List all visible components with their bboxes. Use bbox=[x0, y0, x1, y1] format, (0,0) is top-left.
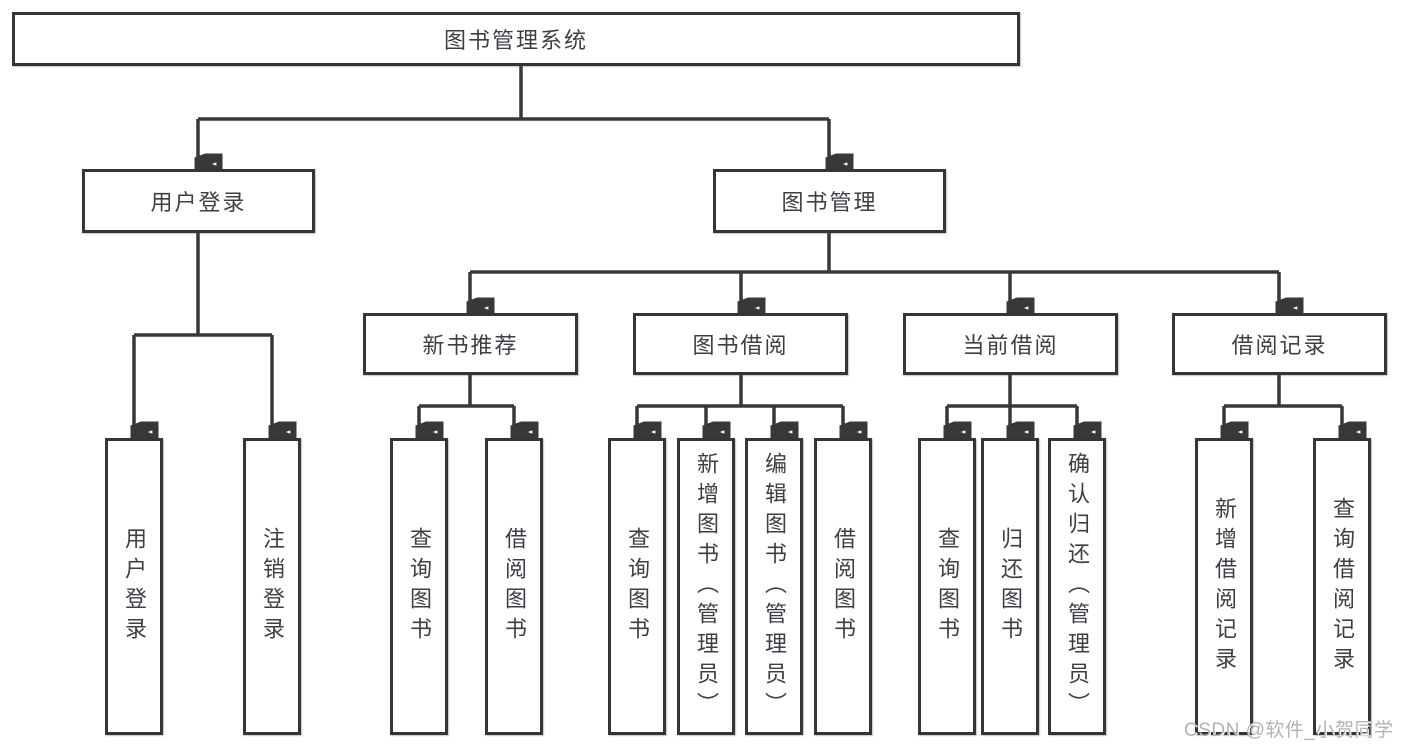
leaf-query-books: 查询图书 bbox=[608, 438, 666, 735]
node-label: 图书管理系统 bbox=[443, 28, 588, 53]
node-label: 新书推荐 bbox=[422, 333, 519, 358]
node-label: 新增图书（管理员） bbox=[694, 451, 719, 722]
node-label: 用户登录 bbox=[150, 190, 247, 215]
leaf-confirm-return-admin: 确认归还（管理员） bbox=[1048, 438, 1106, 735]
node-label: 查询图书 bbox=[935, 526, 960, 647]
node-label: 图书管理 bbox=[781, 190, 878, 215]
node-label: 归还图书 bbox=[998, 526, 1023, 647]
node-label: 编辑图书（管理员） bbox=[762, 451, 787, 722]
leaf-user-login: 用户登录 bbox=[105, 438, 163, 735]
node-current-borrowing: 当前借阅 bbox=[903, 313, 1118, 375]
node-label: 图书借阅 bbox=[692, 333, 789, 358]
node-label: 借阅图书 bbox=[831, 526, 856, 647]
node-label: 借阅记录 bbox=[1231, 333, 1328, 358]
leaf-borrow-books: 借阅图书 bbox=[485, 438, 543, 735]
node-label: 借阅图书 bbox=[502, 526, 527, 647]
node-label: 注销登录 bbox=[260, 526, 285, 647]
node-library-management-system: 图书管理系统 bbox=[12, 12, 1020, 66]
leaf-query-borrow-record: 查询借阅记录 bbox=[1313, 438, 1371, 735]
node-user-login: 用户登录 bbox=[82, 169, 315, 233]
node-label: 查询借阅记录 bbox=[1330, 496, 1355, 677]
leaf-query-books: 查询图书 bbox=[390, 438, 448, 735]
leaf-add-books-admin: 新增图书（管理员） bbox=[677, 438, 735, 735]
node-label: 当前借阅 bbox=[962, 333, 1059, 358]
node-label: 新增借阅记录 bbox=[1212, 496, 1237, 677]
node-book-borrowing: 图书借阅 bbox=[633, 313, 848, 375]
node-label: 查询图书 bbox=[625, 526, 650, 647]
node-new-book-recommendation: 新书推荐 bbox=[363, 313, 578, 375]
leaf-borrow-books: 借阅图书 bbox=[814, 438, 872, 735]
leaf-logout: 注销登录 bbox=[243, 438, 301, 735]
leaf-add-borrow-record: 新增借阅记录 bbox=[1195, 438, 1253, 735]
node-label: 查询图书 bbox=[407, 526, 432, 647]
leaf-edit-books-admin: 编辑图书（管理员） bbox=[745, 438, 803, 735]
node-book-management: 图书管理 bbox=[713, 169, 946, 233]
leaf-return-books: 归还图书 bbox=[981, 438, 1039, 735]
leaf-query-books: 查询图书 bbox=[918, 438, 976, 735]
node-borrowing-records: 借阅记录 bbox=[1172, 313, 1387, 375]
node-label: 用户登录 bbox=[122, 526, 147, 647]
node-label: 确认归还（管理员） bbox=[1065, 451, 1090, 722]
csdn-watermark: CSDN @软件_小贺同学 bbox=[1184, 720, 1394, 741]
